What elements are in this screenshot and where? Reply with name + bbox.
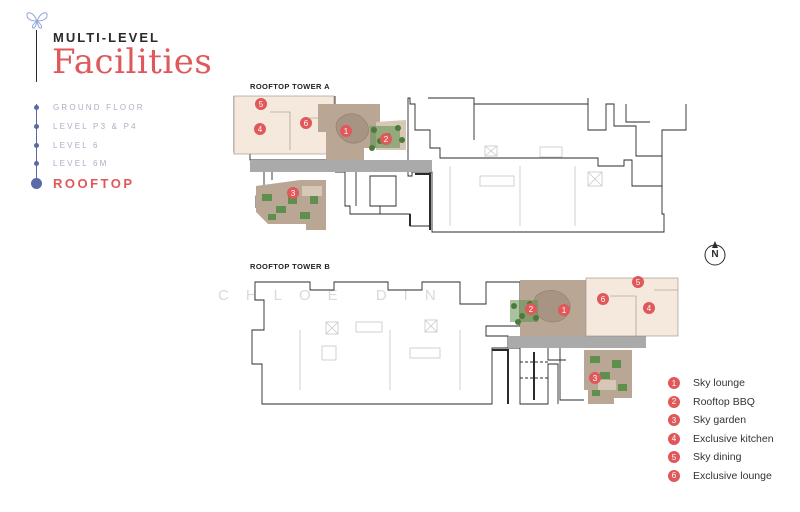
nav-item-level-p3-p4[interactable]: LEVEL P3 & P4 [30,119,138,133]
header-rule [36,30,37,82]
legend-label: Exclusive kitchen [693,432,774,445]
page-subtitle: MULTI-LEVEL [53,30,160,45]
legend-item-exclusive-kitchen: 4 Exclusive kitchen [668,430,774,449]
tower-a-lounge [233,95,335,155]
watermark: CHLOE DIN [218,287,453,304]
nav-item-label: LEVEL P3 & P4 [53,121,138,131]
svg-text:2: 2 [384,135,389,144]
legend-item-sky-lounge: 1 Sky lounge [668,374,774,393]
nav-dot [34,142,39,148]
facility-legend: 1 Sky lounge 2 Rooftop BBQ 3 Sky garden … [668,374,774,485]
tower-a-label: ROOFTOP TOWER A [250,82,330,91]
svg-text:5: 5 [636,278,641,287]
legend-label: Rooftop BBQ [693,395,755,408]
svg-text:6: 6 [601,295,606,304]
nav-dot [34,123,39,129]
marker-b-2: 2 [525,303,537,315]
nav-dot-active [31,177,42,189]
legend-item-sky-garden: 3 Sky garden [668,411,774,430]
tower-a-core-thick [409,173,431,230]
nav-item-label: LEVEL 6M [53,158,109,168]
nav-item-level-6m[interactable]: LEVEL 6M [30,156,109,170]
legend-item-rooftop-bbq: 2 Rooftop BBQ [668,393,774,412]
legend-number: 6 [668,469,680,482]
page-title: Facilities [52,42,213,82]
svg-text:4: 4 [647,304,652,313]
nav-dot [34,160,39,166]
legend-label: Exclusive lounge [693,469,772,482]
svg-text:3: 3 [593,374,598,383]
marker-b-5: 5 [632,276,644,288]
marker-b-1: 1 [558,304,570,316]
north-compass-icon: N [703,240,727,268]
svg-text:3: 3 [291,189,296,198]
svg-text:6: 6 [304,119,309,128]
legend-number: 4 [668,432,680,445]
nav-item-label: GROUND FLOOR [53,102,145,112]
legend-number: 5 [668,451,680,464]
legend-label: Sky garden [693,414,747,427]
svg-text:1: 1 [562,306,567,315]
tower-b-core-thick [492,349,535,404]
tower-b-label: ROOFTOP TOWER B [250,262,331,271]
legend-number: 1 [668,377,680,390]
facility-markers: 5 4 6 1 2 3 2 1 6 5 4 3 [254,98,655,384]
marker-a-2: 2 [380,133,392,145]
legend-item-exclusive-lounge: 6 Exclusive lounge [668,467,774,486]
butterfly-logo-icon [26,12,48,29]
legend-label: Sky lounge [693,377,745,390]
marker-a-5: 5 [255,98,267,110]
marker-b-6: 6 [597,293,609,305]
tower-b-corridor [508,336,646,348]
marker-a-6: 6 [300,117,312,129]
tower-b-lounge [585,277,679,337]
svg-text:1: 1 [344,127,349,136]
nav-item-label: ROOFTOP [53,175,135,191]
nav-item-ground-floor[interactable]: GROUND FLOOR [30,100,145,114]
marker-a-4: 4 [254,123,266,135]
legend-number: 3 [668,414,680,427]
nav-item-level-6[interactable]: LEVEL 6 [30,138,100,152]
nav-item-rooftop[interactable]: ROOFTOP [30,175,135,191]
nav-item-label: LEVEL 6 [53,140,100,150]
marker-a-3: 3 [287,187,299,199]
tower-a-outline [233,96,687,233]
svg-text:5: 5 [259,100,264,109]
legend-number: 2 [668,395,680,408]
nav-dot [34,104,39,110]
marker-a-1: 1 [340,125,352,137]
tower-a-core [255,171,431,227]
legend-item-sky-dining: 5 Sky dining [668,448,774,467]
tower-a-corridor [250,160,432,172]
svg-text:2: 2 [529,305,534,314]
marker-b-3: 3 [589,372,601,384]
svg-text:4: 4 [258,125,263,134]
legend-label: Sky dining [693,451,742,464]
compass-letter: N [711,249,719,260]
marker-b-4: 4 [643,302,655,314]
